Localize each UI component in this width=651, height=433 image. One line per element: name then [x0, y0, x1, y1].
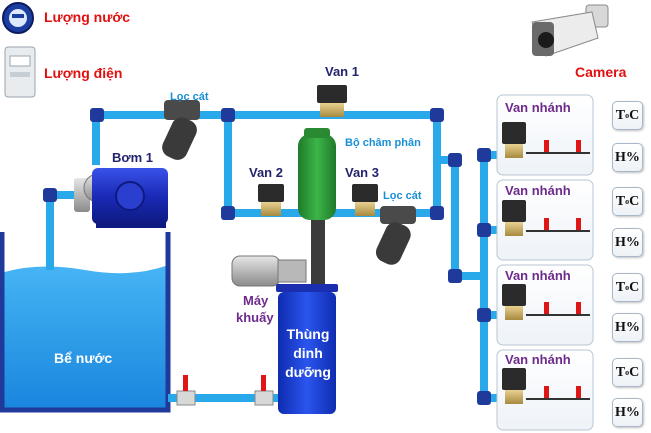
nutrient-tank-label-line-2: dinh	[293, 345, 323, 361]
ball-valve-icon[interactable]	[176, 375, 196, 406]
mixer-motor-icon[interactable]	[231, 255, 307, 287]
humidity-sensor: H%	[612, 228, 643, 257]
camera-icon	[531, 4, 609, 57]
mixer-label-line-1: Máy	[243, 293, 269, 308]
power-meter-icon	[4, 46, 36, 98]
power-meter-label: Lượng điện	[44, 65, 123, 81]
nutrient-tank-label-line-3: dưỡng	[285, 364, 331, 380]
solenoid-valve-icon[interactable]	[258, 184, 284, 216]
humidity-sensor: H%	[612, 143, 643, 172]
valve-2-label: Van 2	[249, 165, 283, 180]
pump-label: Bơm 1	[112, 150, 154, 165]
sand-filter-label-2: Lọc cát	[383, 190, 422, 202]
filter-icon[interactable]	[159, 100, 200, 163]
injector-icon[interactable]	[298, 128, 336, 290]
filter-icon[interactable]	[373, 206, 416, 268]
water-tank	[0, 232, 171, 413]
branch-valve-label: Van nhánh	[505, 352, 571, 367]
branch-valve-label: Van nhánh	[505, 183, 571, 198]
valve-3-label: Van 3	[345, 165, 379, 180]
sand-filter-label-1: Lọc cát	[170, 91, 209, 103]
pump-icon[interactable]	[74, 168, 168, 228]
branch-valves[interactable]	[502, 122, 590, 404]
camera-label: Camera	[575, 64, 627, 80]
branch-valve-label: Van nhánh	[505, 100, 571, 115]
solenoid-valve-icon[interactable]	[352, 184, 378, 216]
branch-valve-label: Van nhánh	[505, 268, 571, 283]
mixer-label-line-2: khuấy	[236, 310, 274, 325]
ball-valve-icon[interactable]	[254, 375, 274, 406]
humidity-sensor: H%	[612, 313, 643, 342]
water-tank-label: Bể nước	[54, 350, 113, 366]
humidity-sensor: H%	[612, 398, 643, 427]
valve-1-label: Van 1	[325, 64, 359, 79]
water-meter-icon	[2, 2, 34, 34]
water-meter-label: Lượng nước	[44, 9, 131, 25]
nutrient-tank	[276, 284, 338, 414]
solenoid-valve-icon[interactable]	[317, 85, 347, 117]
injector-label: Bộ châm phân	[345, 137, 421, 149]
pipe-joints	[43, 108, 491, 405]
nutrient-tank-label-line-1: Thùng	[286, 326, 330, 342]
